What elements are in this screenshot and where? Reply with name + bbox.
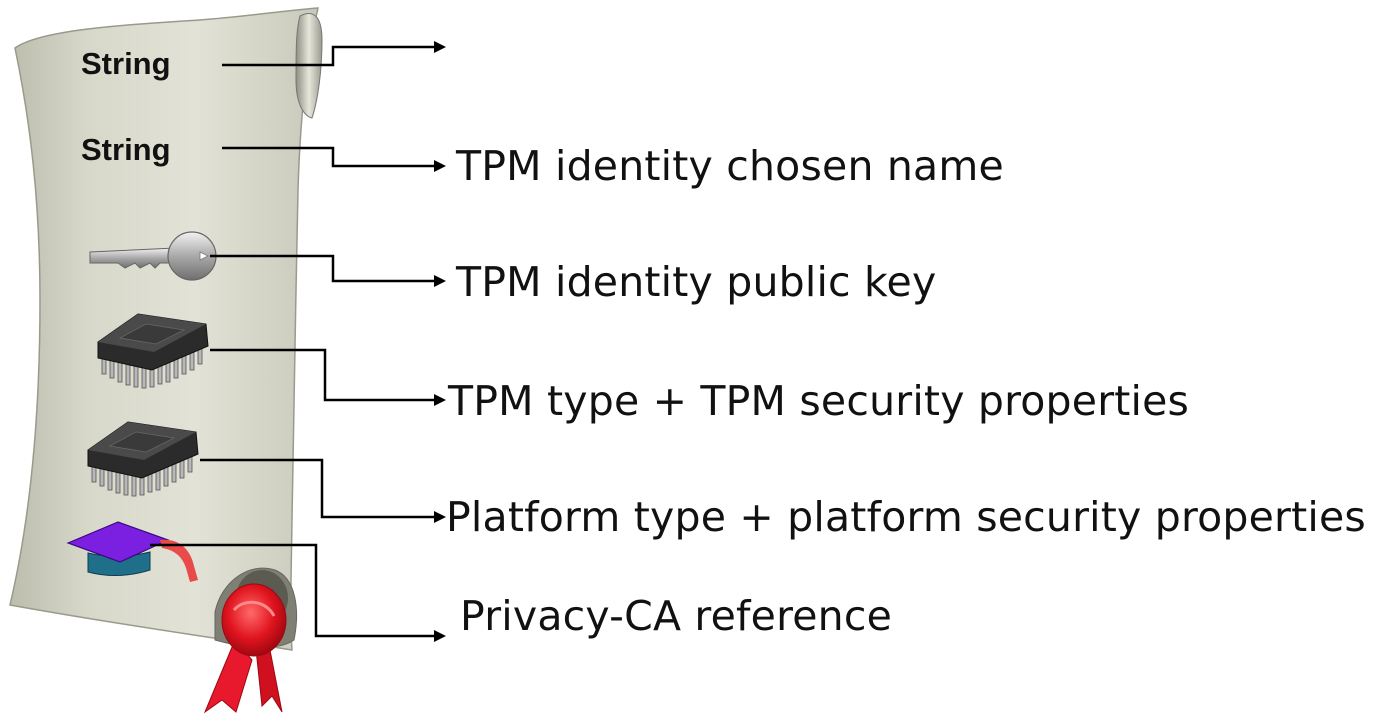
connector-line-3 <box>210 254 436 283</box>
wax-seal-ribbon-icon <box>203 583 287 714</box>
connectors <box>150 45 436 638</box>
arrowhead-3 <box>434 275 446 287</box>
arrowhead-5 <box>434 511 446 523</box>
key-icon <box>89 231 217 281</box>
graduation-cap-icon <box>66 521 198 582</box>
arrowhead-6 <box>434 630 446 642</box>
scroll-string-label-1: String <box>81 46 171 81</box>
description-tpm-identity-name: TPM identity chosen name <box>456 142 1004 190</box>
connector-line-2 <box>222 146 436 168</box>
description-platform-type-properties: Platform type + platform security proper… <box>446 493 1366 541</box>
connector-line-1 <box>222 45 436 67</box>
description-tpm-type-properties: TPM type + TPM security properties <box>448 377 1190 425</box>
description-privacy-ca-reference: Privacy-CA reference <box>460 592 892 640</box>
arrowhead-2 <box>434 160 446 172</box>
scroll-string-label-2: String <box>81 132 171 167</box>
chip-icon <box>97 313 209 389</box>
arrowheads <box>434 41 446 642</box>
description-tpm-identity-public-key: TPM identity public key <box>456 258 937 306</box>
chip-icon <box>87 421 199 497</box>
connector-line-6 <box>150 543 436 638</box>
connector-line-5 <box>200 458 436 519</box>
arrowhead-4 <box>434 394 446 406</box>
connector-line-4 <box>210 348 436 402</box>
arrowhead-1 <box>434 41 446 53</box>
